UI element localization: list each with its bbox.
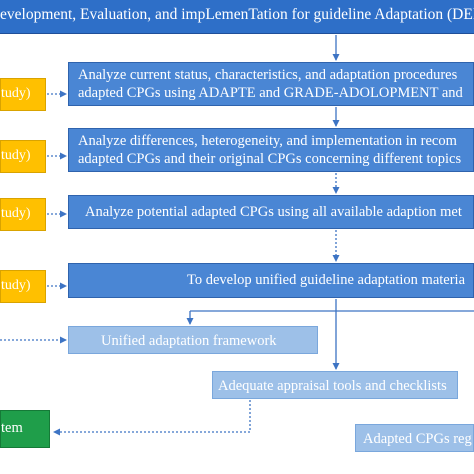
study-tag-3: tudy) xyxy=(0,198,46,231)
study-tag-2-label: tudy) xyxy=(1,148,31,163)
phase-box-3-line-1: Analyze potential adapted CPGs using all… xyxy=(85,204,462,220)
framework-output-box: Unified adaptation framework xyxy=(68,326,318,354)
phase-box-3: Analyze potential adapted CPGs using all… xyxy=(68,195,474,229)
registry-output-box: Adapted CPGs reg xyxy=(355,424,474,452)
study-tag-2: tudy) xyxy=(0,140,46,173)
system-box: tem xyxy=(0,410,50,448)
phase-box-1: Analyze current status, characteristics,… xyxy=(68,62,474,106)
appraisal-output-box: Adequate appraisal tools and checklists xyxy=(212,371,458,399)
phase-box-4: To develop unified guideline adaptation … xyxy=(68,263,474,298)
study-tag-1: tudy) xyxy=(0,78,46,111)
study-tag-4: tudy) xyxy=(0,270,46,303)
framework-output-label: Unified adaptation framework xyxy=(101,333,277,349)
phase-box-1-line-2: adapted CPGs using ADAPTE and GRADE-ADOL… xyxy=(78,85,463,101)
phase-box-1-line-1: Analyze current status, characteristics,… xyxy=(78,67,458,83)
diagram-title: evelopment, Evaluation, and impLemenTati… xyxy=(0,6,474,23)
phase-box-4-line-1: To develop unified guideline adaptation … xyxy=(187,272,466,288)
study-tag-4-label: tudy) xyxy=(1,278,31,293)
system-label: tem xyxy=(1,420,23,436)
study-tag-1-label: tudy) xyxy=(1,86,31,101)
phase-box-2-line-2: adapted CPGs and their original CPGs con… xyxy=(78,151,462,167)
phase-box-2: Analyze differences, heterogeneity, and … xyxy=(68,128,474,172)
phase-box-2-line-1: Analyze differences, heterogeneity, and … xyxy=(78,133,457,149)
appraisal-output-label: Adequate appraisal tools and checklists xyxy=(218,378,447,394)
study-tag-3-label: tudy) xyxy=(1,206,31,221)
registry-output-label: Adapted CPGs reg xyxy=(363,431,472,447)
diagram-title-bar: evelopment, Evaluation, and impLemenTati… xyxy=(0,0,474,34)
